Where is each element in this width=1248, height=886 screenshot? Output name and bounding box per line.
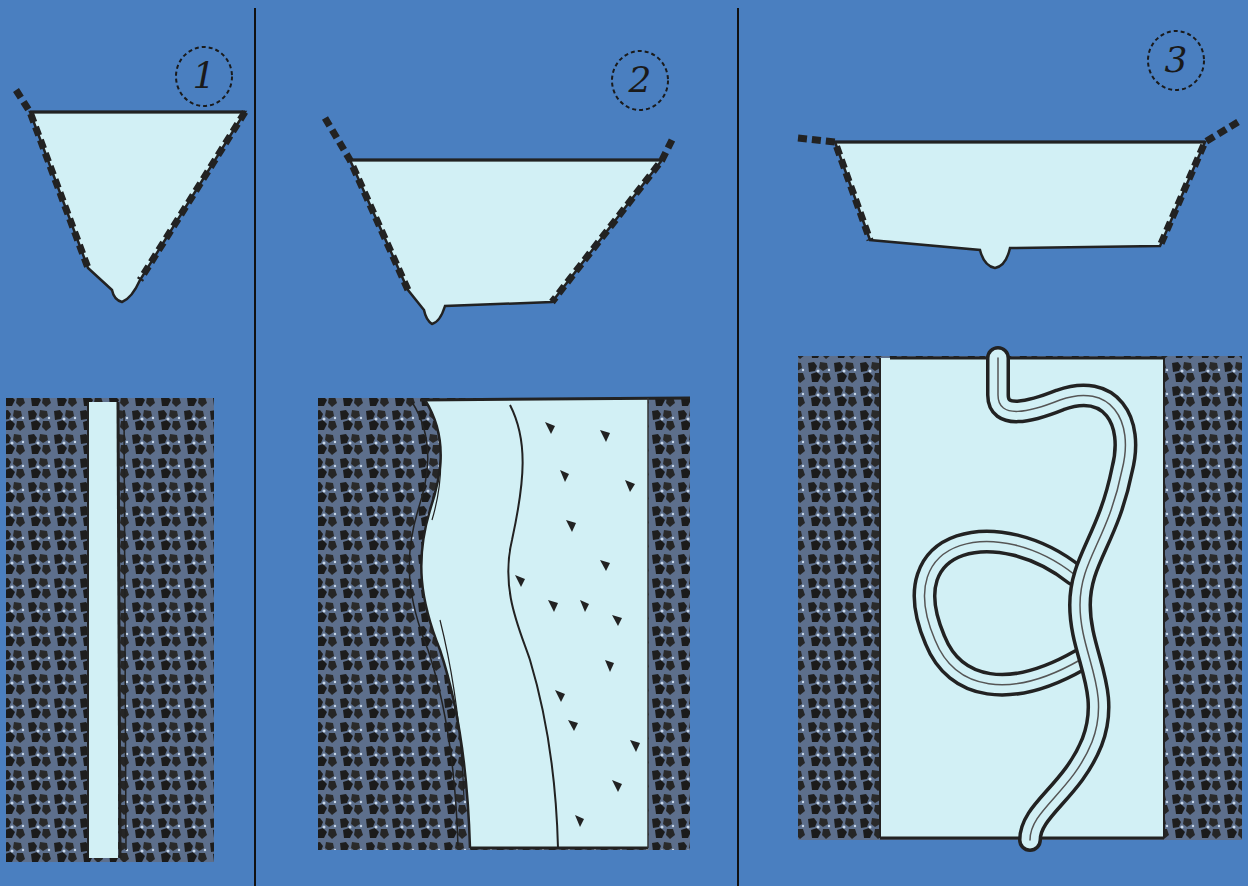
mature-valley-section xyxy=(325,118,672,324)
v-valley-section xyxy=(16,90,245,302)
callout-number: 3 xyxy=(1165,42,1188,78)
panel-divider xyxy=(254,8,256,886)
callout-number: 1 xyxy=(193,58,216,94)
panel-divider xyxy=(737,8,739,886)
youth-river-plan xyxy=(6,398,214,862)
old-valley-section xyxy=(798,122,1238,268)
callout-circle: 1 xyxy=(174,45,234,108)
callout-circle: 3 xyxy=(1146,29,1206,92)
old-river-plan xyxy=(798,356,1242,840)
mature-river-plan xyxy=(318,398,690,850)
callout-circle: 2 xyxy=(610,49,670,112)
callout-number: 2 xyxy=(629,62,652,98)
